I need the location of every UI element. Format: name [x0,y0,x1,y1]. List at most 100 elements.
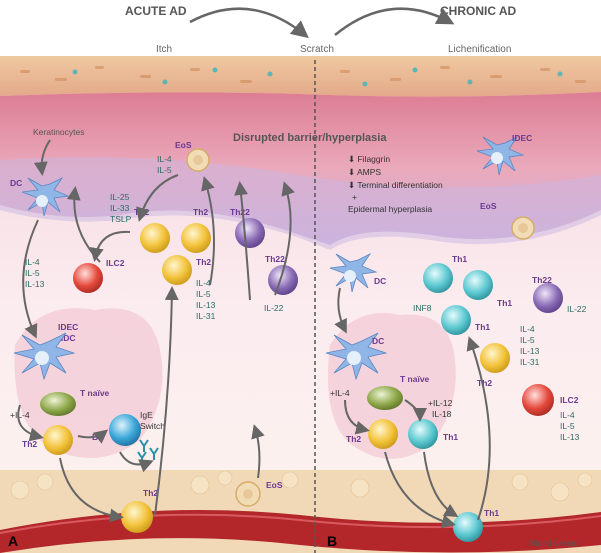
scratch-label: Scratch [300,44,334,55]
idec-cell-b-top [476,135,525,176]
th22-label-a2: Th22 [265,254,285,264]
barrier-item-terminal: ⬇ Terminal differentiation [348,180,443,190]
ilc2-cytokine-il4-a: IL-4 [25,257,40,267]
eos-cytokine-il4: IL-4 [157,154,172,164]
eos-label-a: EoS [175,140,192,150]
th2-label-a4: Th2 [22,439,37,449]
chronic-ad-title: CHRONIC AD [440,4,517,18]
itch-label: Itch [156,44,172,55]
th1-cell-b1 [423,263,453,293]
ilc2-cytokine-il4-b: IL-4 [560,410,575,420]
switch-label: Switch [140,421,165,431]
th2-label-vessel-a: Th2 [143,488,158,498]
th2-label-b2: Th2 [346,434,361,444]
ilc2-cytokine-il13-a: IL-13 [25,279,45,289]
eos-label-b: EoS [480,201,497,211]
epi-cytokine-il25: IL-25 [110,192,130,202]
keratinocytes-label: Keratinocytes [33,127,85,137]
scratch-to-lichen-arrow [334,7,455,36]
ilc2-cell-b [522,384,554,416]
t-naive-label-b: T naïve [400,374,430,384]
th2-cytokine-il13-b: IL-13 [520,346,540,356]
b-cell [109,414,141,446]
il22-label-b: IL-22 [567,304,587,314]
ilc2-label-b: ILC2 [560,395,579,405]
th1-label-b2: Th1 [497,298,512,308]
th22-cell-b [533,283,563,313]
dendritic-cell-a [21,176,70,217]
th2-cell-vessel-a [121,501,153,533]
th1-label-vessel-b: Th1 [484,508,499,518]
itch-to-scratch-arrow [189,7,309,39]
ilc2-cytokine-il5-b: IL-5 [560,421,575,431]
bacteria-dots [72,67,563,87]
dendritic-cell-b [329,252,378,293]
t-naive-label-a: T naïve [80,388,110,398]
plus-il4-b: +IL-4 [330,388,350,398]
t-naive-cell-b [367,386,403,410]
eos-bottom-label: EoS [266,480,283,490]
ddc-label-a: dDC [58,333,75,343]
t-naive-cell-a [40,392,76,416]
panel-a-arrows [17,174,295,523]
acute-ad-title: ACUTE AD [125,4,187,18]
stratum-corneum [0,56,601,97]
th1-label-b3: Th1 [475,322,490,332]
th2-cytokine-il31-b: IL-31 [520,357,540,367]
th2-cell-a4 [43,425,73,455]
th1-cell-b2 [463,270,493,300]
th2-cytokine-il13-a: IL-13 [196,300,216,310]
th2-label-b1: Th2 [477,378,492,388]
th22-cell-a2 [268,265,298,295]
idec-cell-a [13,332,76,381]
th2-cytokine-il5-b: IL-5 [520,335,535,345]
barrier-item-hyperplasia: Epidermal hyperplasia [348,204,432,214]
fat-cells [10,470,593,502]
th22-label-a1: Th22 [230,207,250,217]
th2-cell-a3 [162,255,192,285]
il22-label-a: IL-22 [264,303,284,313]
eos-cytokine-il5: IL-5 [157,165,172,175]
th1-cell-b3 [441,305,471,335]
plus-il12-b: +IL-12 [428,398,453,408]
panel-a-label: A [8,533,18,549]
il18-b: IL-18 [432,409,452,419]
panel-b-arrows [334,287,491,529]
th22-label-b: Th22 [532,275,552,285]
panel-b-label: B [327,533,337,549]
ilc2-cell-a [73,263,103,293]
barrier-item-filaggrin: ⬇ Filaggrin [348,154,390,164]
barrier-item-amps: ⬇ AMPS [348,167,381,177]
th1-label-b1: Th1 [452,254,467,264]
th22-cell-a1 [235,218,265,248]
lichenification-label: Lichenification [448,44,511,55]
epi-cytokine-il33: IL-33 [110,203,130,213]
idec-label-a: IDEC [58,322,78,332]
epi-cytokine-tslp: TSLP [110,214,132,224]
dc-label-a: DC [10,178,22,188]
ilc2-cytokine-il13-b: IL-13 [560,432,580,442]
th1-cell-vessel-b [453,512,483,542]
ige-label: IgE [140,410,153,420]
barrier-item-plus: + [352,192,357,202]
th2-cytokine-il4-b: IL-4 [520,324,535,334]
idec-cell-b [325,332,388,381]
th1-cell-b4 [408,419,438,449]
th2-label-a3: Th2 [196,257,211,267]
blood-vessel-label: Blood vessel [530,538,578,548]
ilc2-label-a: ILC2 [106,258,125,268]
inf8-label: INF8 [413,303,432,313]
dc-label-b: DC [374,276,386,286]
th2-cell-a2 [181,223,211,253]
dc-label-b2: DC [372,336,384,346]
th2-cytokine-il31-a: IL-31 [196,311,216,321]
th1-label-b4: Th1 [443,432,458,442]
plus-il4-a: +IL-4 [10,410,30,420]
barrier-title: Disrupted barrier/hyperplasia [233,132,387,144]
th2-cytokine-il4-a: IL-4 [196,278,211,288]
th2-cytokine-il5-a: IL-5 [196,289,211,299]
idec-label-b: IDEC [512,133,532,143]
basal-layer [0,157,601,250]
th2-label-a2: Th2 [193,207,208,217]
